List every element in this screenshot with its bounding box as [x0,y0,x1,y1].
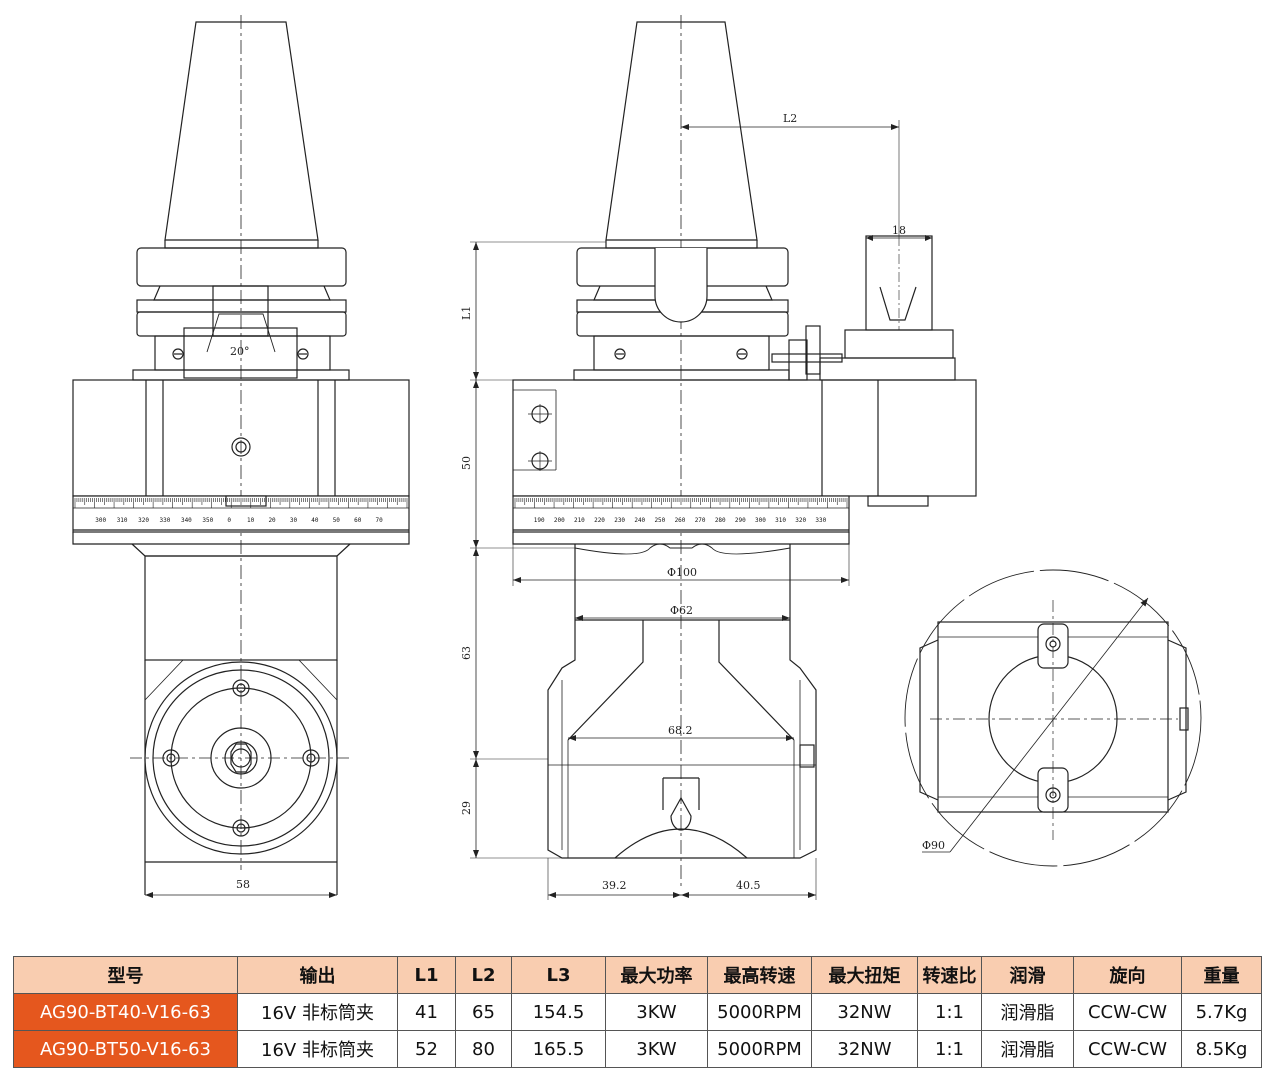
cell-l1: 41 [397,993,456,1031]
scale-label: 300 [755,517,766,524]
dim-L1: L1 [460,306,473,320]
cell-ratio: 1:1 [917,993,982,1031]
technical-drawing: 58 20° 300 310 320 330 340 350 0 10 20 30 40 50 60 70 [72,15,1202,900]
cell-rotation: CCW-CW [1073,1030,1182,1068]
scale-label: 350 [202,517,213,524]
header-l2: L2 [455,956,512,994]
scale-label: 230 [614,517,625,524]
cell-l2: 80 [455,1030,512,1068]
cell-max-power: 3KW [605,993,708,1031]
cell-output: 16V 非标筒夹 [237,993,398,1031]
scale-label: 270 [695,517,706,524]
header-output: 输出 [237,956,398,994]
scale-label: 70 [376,517,384,524]
cell-lubrication: 润滑脂 [981,1030,1074,1068]
dim-phi90: Φ90 [922,839,945,852]
cell-model: AG90-BT40-V16-63 [13,993,238,1031]
scale-label: 0 [227,517,231,524]
dim-39-2: 39.2 [602,879,627,892]
cell-l2: 65 [455,993,512,1031]
cell-l3: 165.5 [511,1030,606,1068]
front-view: 58 20° 300 310 320 330 340 350 0 10 20 30 40 50 60 70 [72,15,410,898]
cell-l3: 154.5 [511,993,606,1031]
spec-table: 型号 输出 L1 L2 L3 最大功率 最高转速 最大扭矩 转速比 润滑 旋向 … [13,956,1262,1068]
scale-label: 300 [95,517,106,524]
scale-label: 220 [594,517,605,524]
dim-18: 18 [892,224,906,237]
dim-L2: L2 [783,112,797,125]
header-rotation: 旋向 [1073,956,1182,994]
scale-label: 320 [795,517,806,524]
dim-phi100: Φ100 [667,566,697,579]
dim-68-2: 68.2 [668,724,693,737]
scale-label: 320 [138,517,149,524]
bottom-view: Φ90 [904,569,1202,867]
cell-rotation: CCW-CW [1073,993,1182,1031]
cell-weight: 5.7Kg [1181,993,1262,1031]
table-header-row: 型号 输出 L1 L2 L3 最大功率 最高转速 最大扭矩 转速比 润滑 旋向 … [13,956,1262,994]
header-l3: L3 [511,956,606,994]
header-lubrication: 润滑 [981,956,1074,994]
scale-label: 310 [117,517,128,524]
cell-ratio: 1:1 [917,1030,982,1068]
scale-label: 50 [333,517,341,524]
header-max-power: 最大功率 [605,956,708,994]
scale-label: 40 [311,517,319,524]
dim-phi62: Φ62 [670,604,693,617]
header-weight: 重量 [1181,956,1262,994]
header-model: 型号 [13,956,238,994]
header-ratio: 转速比 [917,956,982,994]
cell-model: AG90-BT50-V16-63 [13,1030,238,1068]
scale-label: 60 [354,517,362,524]
cell-l1: 52 [397,1030,456,1068]
scale-label: 290 [735,517,746,524]
cell-max-speed: 5000RPM [707,993,812,1031]
scale-label: 250 [654,517,665,524]
cell-max-torque: 32NW [811,993,918,1031]
scale-label: 200 [554,517,565,524]
dim-63: 63 [460,646,473,660]
header-l1: L1 [397,956,456,994]
cell-max-speed: 5000RPM [707,1030,812,1068]
scale-label: 310 [775,517,786,524]
scale-label: 210 [574,517,585,524]
dim-40-5: 40.5 [736,879,761,892]
scale-label: 10 [247,517,255,524]
table-row: AG90-BT40-V16-63 16V 非标筒夹 41 65 154.5 3K… [13,993,1262,1031]
cell-max-power: 3KW [605,1030,708,1068]
scale-label: 280 [715,517,726,524]
scale-label: 20 [268,517,276,524]
header-max-speed: 最高转速 [707,956,812,994]
dim-58: 58 [236,878,250,891]
cell-output: 16V 非标筒夹 [237,1030,398,1068]
cell-max-torque: 32NW [811,1030,918,1068]
scale-label: 240 [634,517,645,524]
header-max-torque: 最大扭矩 [811,956,918,994]
scale-label: 330 [160,517,171,524]
cell-lubrication: 润滑脂 [981,993,1074,1031]
dim-50: 50 [460,456,473,470]
cell-weight: 8.5Kg [1181,1030,1262,1068]
angle-label: 20° [230,345,250,358]
scale-label: 30 [290,517,298,524]
scale-label: 190 [534,517,545,524]
scale-label: 330 [815,517,826,524]
dim-29: 29 [460,801,473,815]
scale-label: 260 [675,517,686,524]
table-row: AG90-BT50-V16-63 16V 非标筒夹 52 80 165.5 3K… [13,1030,1262,1068]
side-view: L1 50 63 29 L2 18 Φ100 Φ62 68.2 39.2 40. [460,15,977,900]
scale-label: 340 [181,517,192,524]
